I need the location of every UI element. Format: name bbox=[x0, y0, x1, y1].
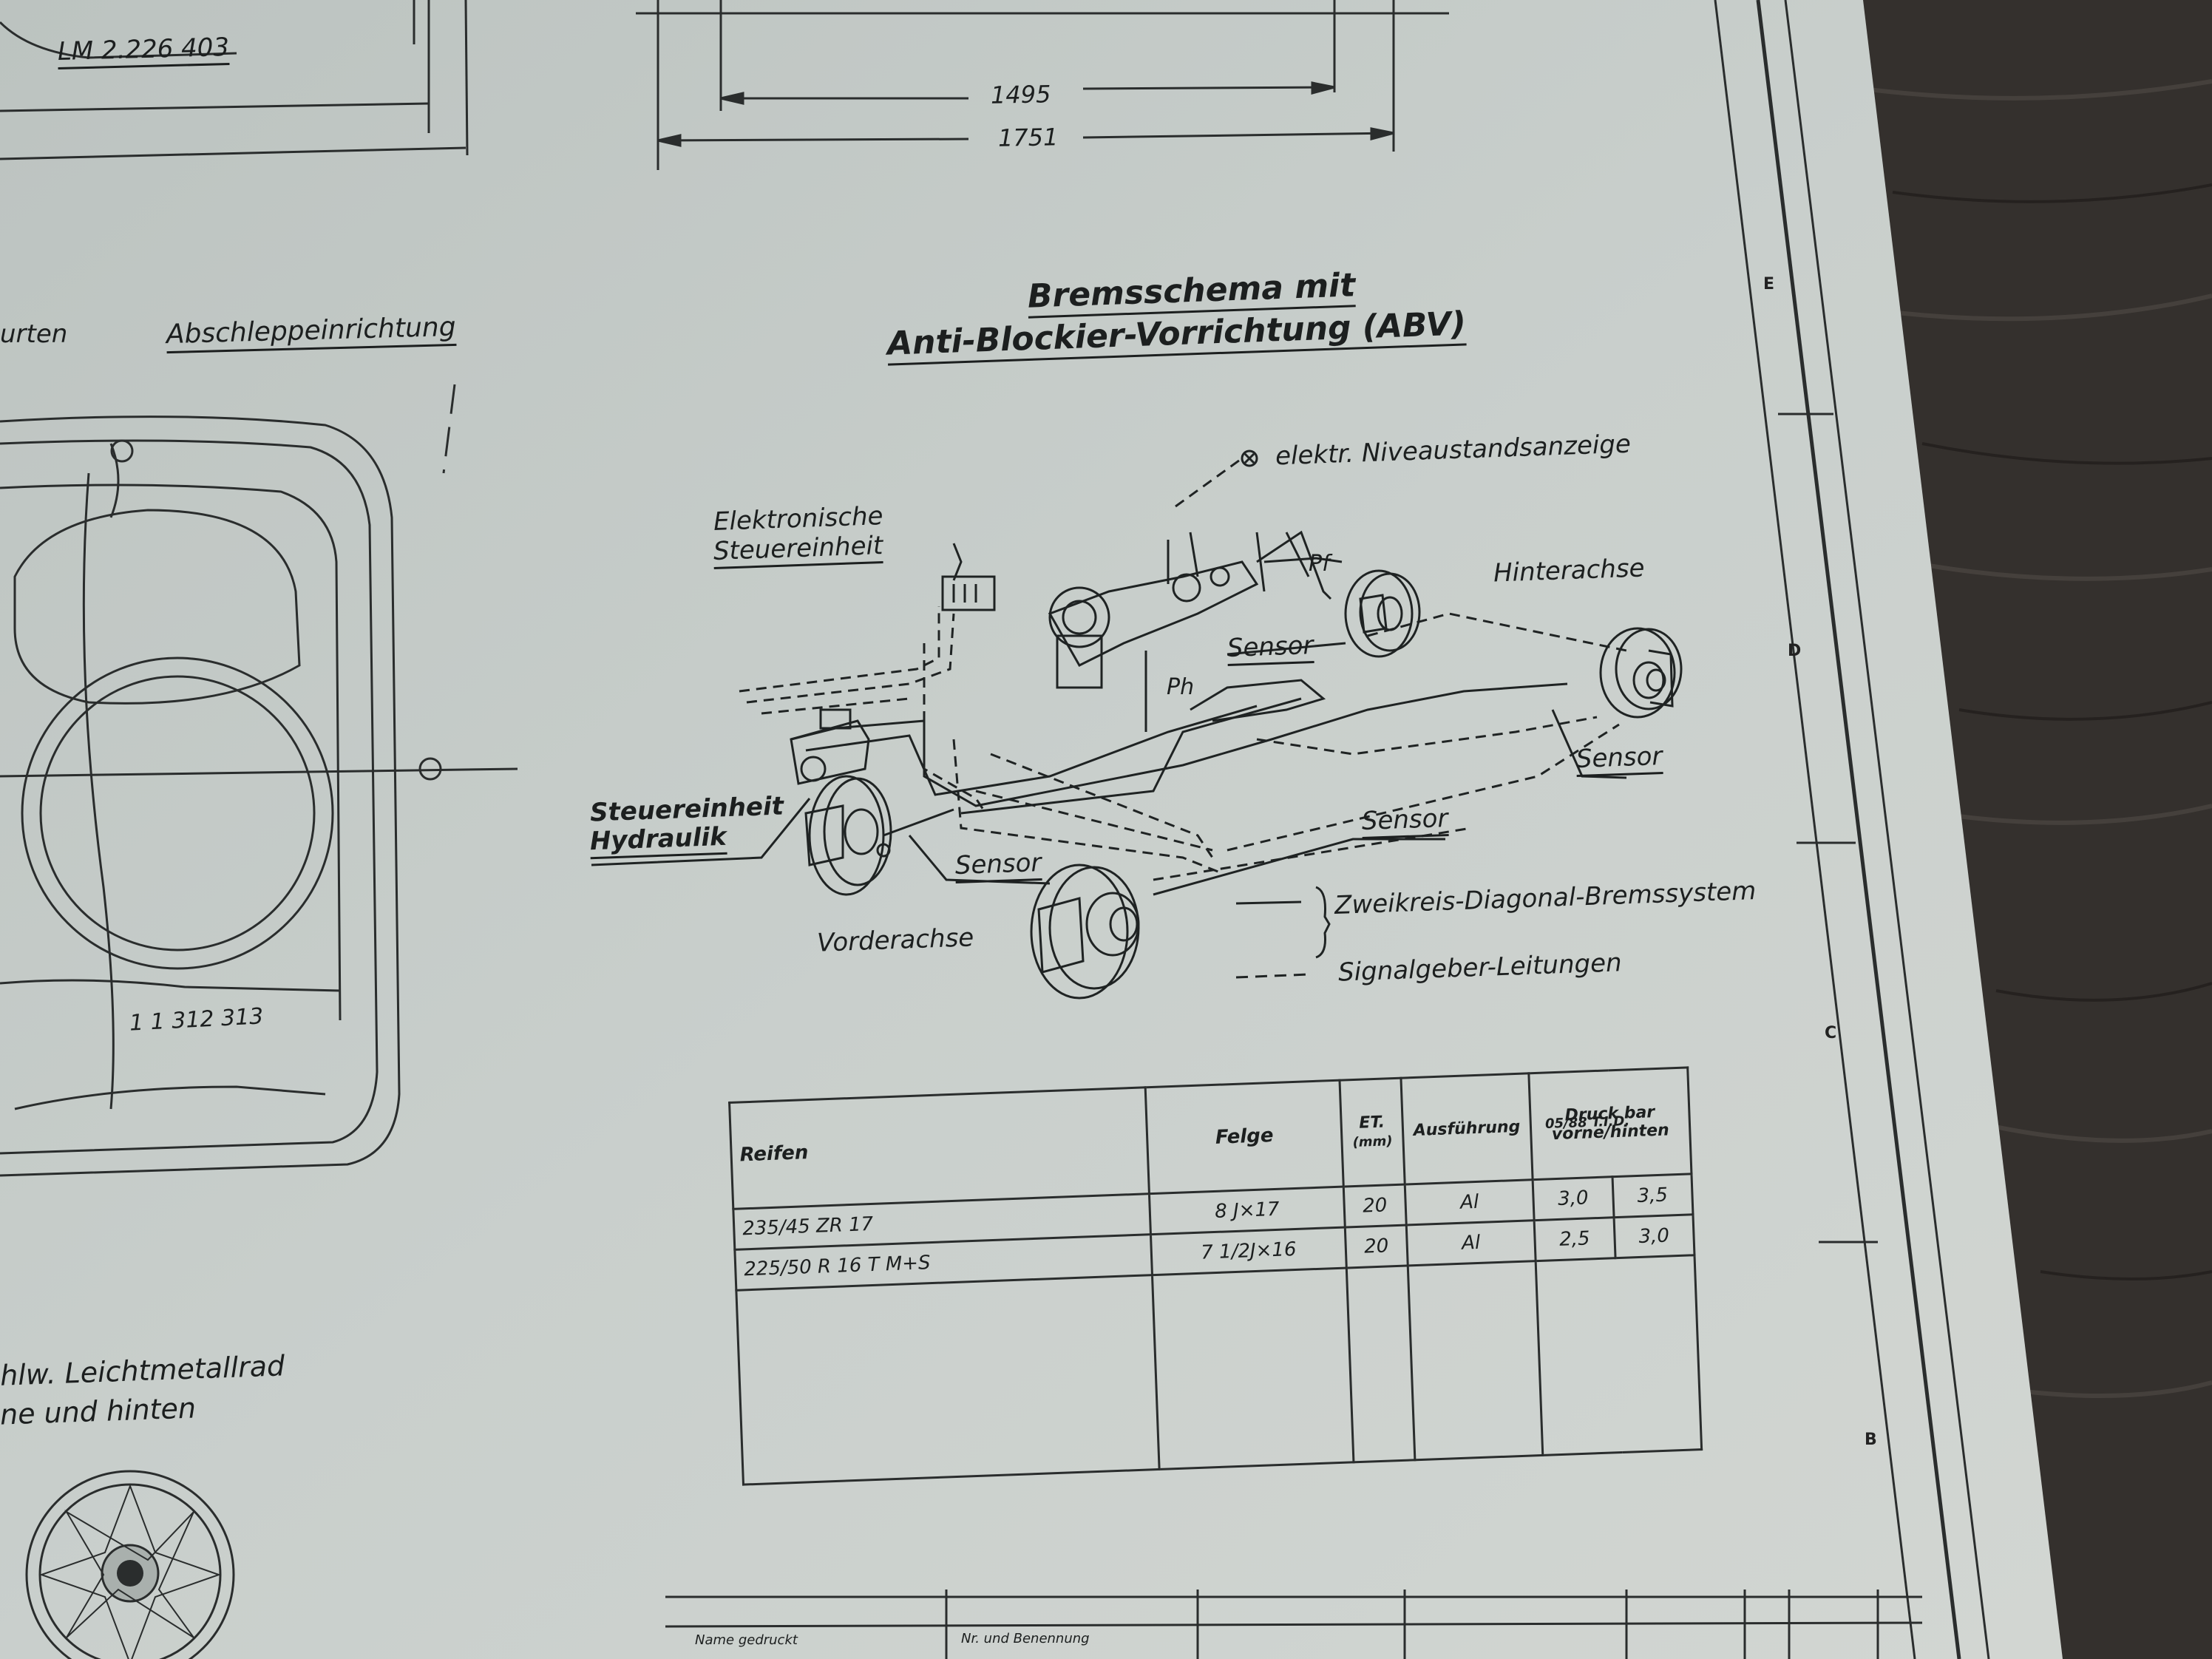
border-letter-d: D bbox=[1788, 642, 1802, 660]
hydraulic-unit-label-line1: Steuereinheit bbox=[589, 791, 784, 828]
border-letter-e: E bbox=[1763, 275, 1775, 294]
sensor-label-front-right: Sensor bbox=[1361, 804, 1449, 840]
footer-box-number: Nr. und Benennung bbox=[961, 1631, 1090, 1646]
partial-left-label: urten bbox=[0, 319, 68, 349]
ph-label: Ph bbox=[1167, 674, 1195, 700]
dimension-inner: 1495 bbox=[990, 80, 1051, 109]
abs-brake-schematic bbox=[591, 449, 1683, 1000]
part-number-top: LM 2.226 403 bbox=[57, 33, 230, 70]
pf-label: Pf bbox=[1309, 551, 1330, 577]
header-felge: Felge bbox=[1145, 1080, 1344, 1194]
cell-druck-vorne: 3,0 bbox=[1533, 1176, 1614, 1221]
dimension-outer: 1751 bbox=[997, 123, 1059, 152]
border-letter-c: C bbox=[1825, 1024, 1837, 1042]
tire-specification-table: Reifen Felge ET.(mm) Ausführung Druck ba… bbox=[728, 1066, 1703, 1485]
header-ausfuehrung: Ausführung bbox=[1400, 1073, 1533, 1184]
front-axle-label: Vorderachse bbox=[816, 923, 974, 958]
hydraulic-unit-label-line2: Hydraulik bbox=[589, 822, 727, 860]
cell-et: 20 bbox=[1343, 1184, 1407, 1227]
sensor-label-rear-right: Sensor bbox=[1575, 742, 1663, 778]
footer-box-name: Name gedruckt bbox=[695, 1632, 798, 1648]
cell-druck-vorne: 2,5 bbox=[1534, 1217, 1615, 1261]
cell-druck-hinten: 3,0 bbox=[1613, 1214, 1694, 1258]
rear-axle-label: Hinterachse bbox=[1493, 553, 1646, 588]
sensor-label-front-left: Sensor bbox=[954, 848, 1042, 884]
cell-druck-hinten: 3,5 bbox=[1612, 1173, 1693, 1218]
sensor-label-rear-left: Sensor bbox=[1227, 631, 1314, 667]
ecu-label-line1: Elektronische bbox=[713, 501, 884, 537]
table-empty-row bbox=[736, 1255, 1702, 1485]
cell-et: 20 bbox=[1345, 1224, 1408, 1268]
border-letter-b: B bbox=[1865, 1431, 1877, 1449]
header-reifen: Reifen bbox=[729, 1087, 1150, 1209]
cell-ausfuehrung: Al bbox=[1406, 1220, 1536, 1266]
wheel-caption-2: ne und hinten bbox=[0, 1391, 197, 1431]
ecu-label-line2: Steuereinheit bbox=[713, 531, 884, 569]
cell-felge: 7 1/2J×16 bbox=[1150, 1227, 1347, 1275]
header-et: ET.(mm) bbox=[1339, 1078, 1405, 1187]
cell-ausfuehrung: Al bbox=[1405, 1179, 1535, 1225]
cell-felge: 8 J×17 bbox=[1149, 1186, 1346, 1235]
